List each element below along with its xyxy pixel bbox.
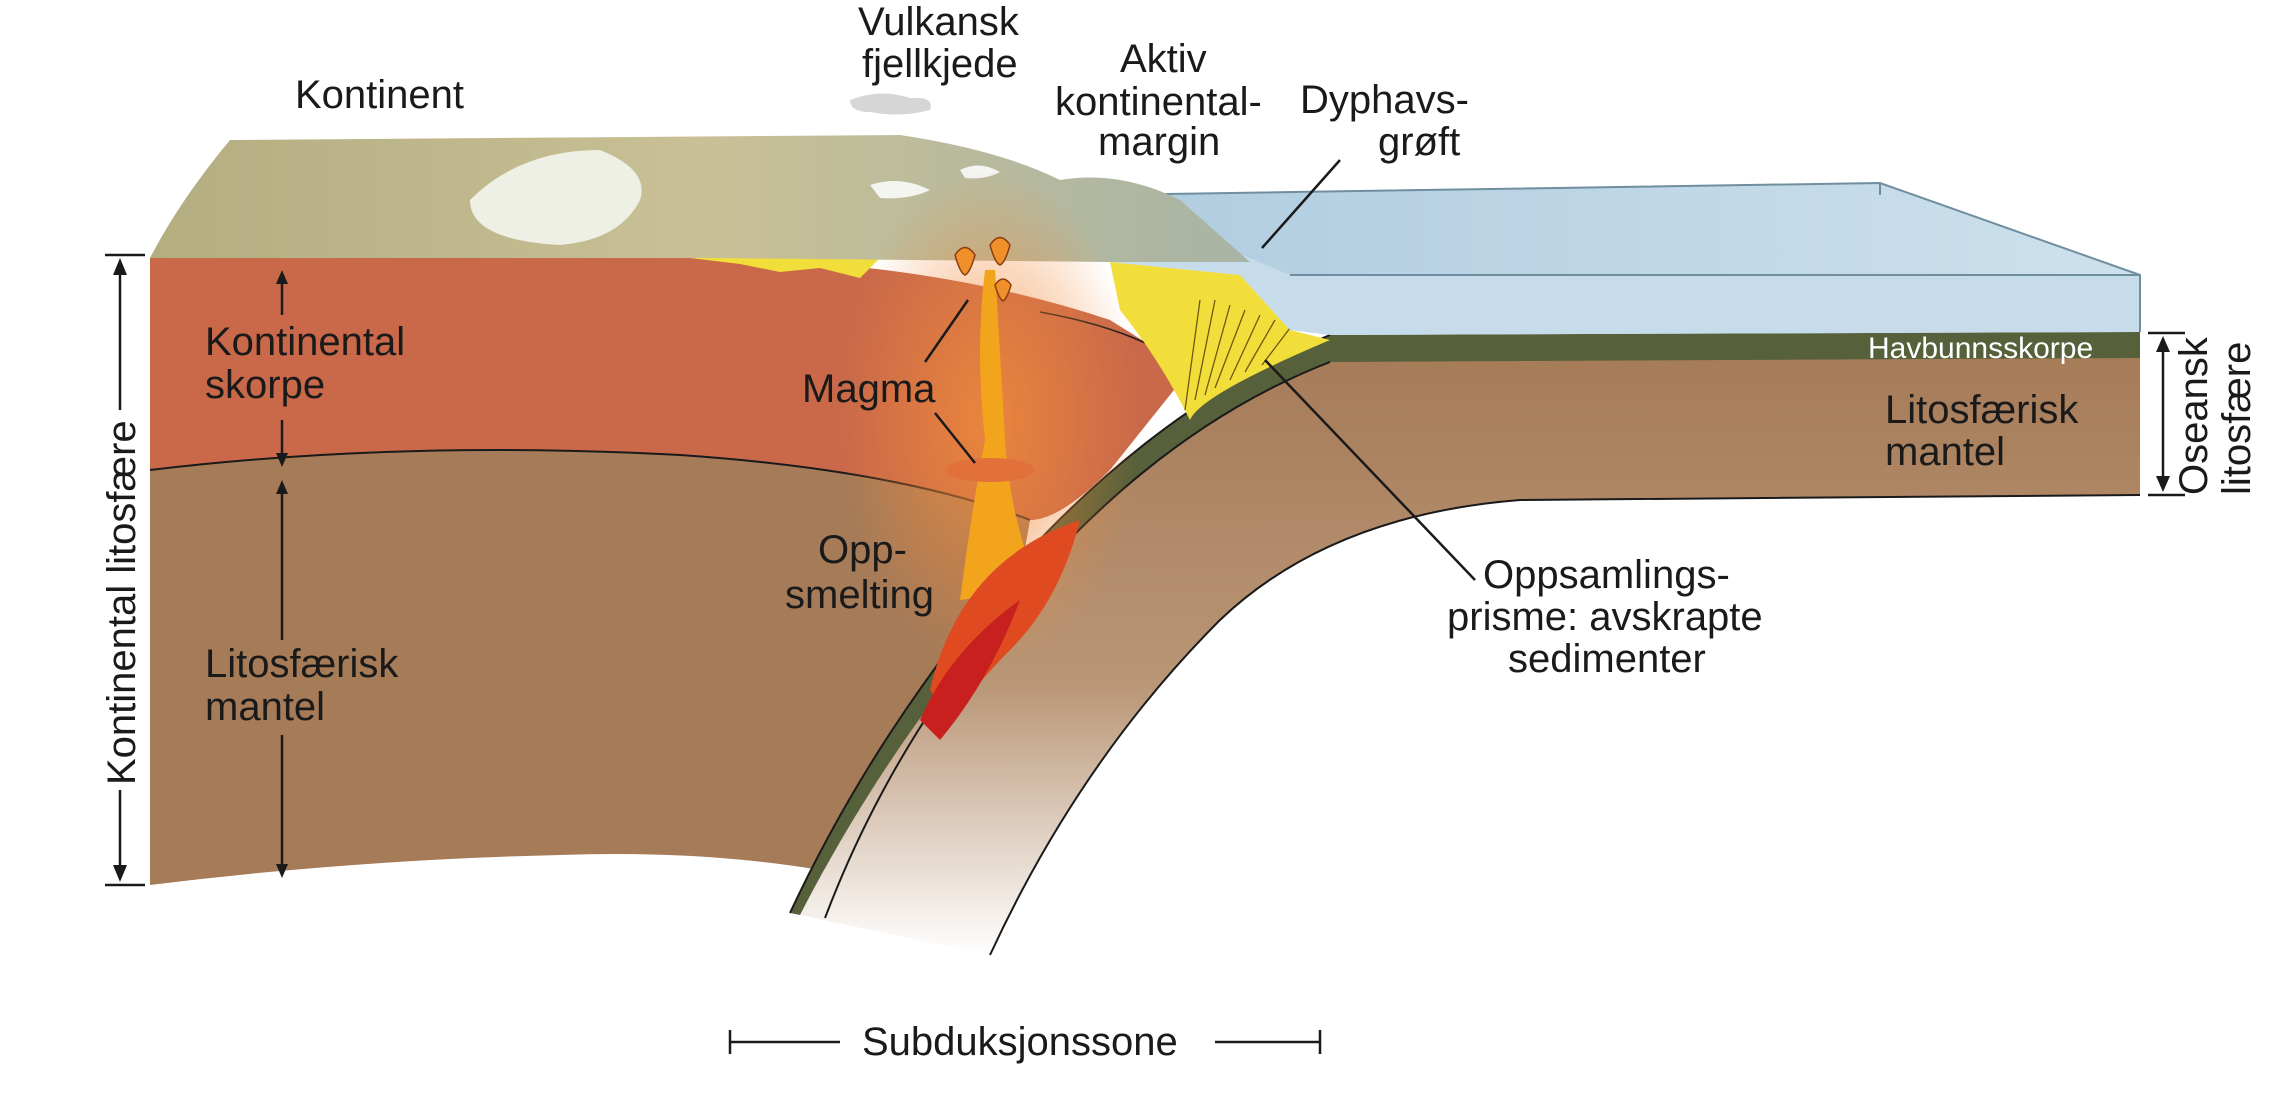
prism-stripes	[1184, 299, 1291, 411]
label-litosf-mantel-left-1: Litosfærisk	[205, 642, 399, 686]
slab-bottom-line	[989, 494, 2141, 956]
oceanic-lithosphere-dimension	[2148, 331, 2185, 497]
label-kontinental-skorpe-2: skorpe	[205, 363, 325, 407]
magma-droplets	[954, 236, 1012, 302]
crust-thickness-arrow	[276, 270, 288, 467]
snow-patch	[470, 150, 642, 245]
label-oseansk-1: Oseansk	[2172, 336, 2216, 495]
label-aktiv-2: kontinental-	[1055, 80, 1262, 124]
label-oppsmelting-1: Opp-	[818, 528, 907, 572]
melt-zone-deep	[920, 600, 1020, 740]
label-oppsmelting-2: smelting	[785, 573, 934, 617]
label-aktiv-1: Aktiv	[1120, 37, 1207, 81]
label-litosf-mantel-right-1: Litosfærisk	[1885, 388, 2079, 432]
mantle-thickness-arrow	[276, 480, 288, 878]
continental-mantle	[150, 450, 1030, 885]
ocean-water-top	[1100, 183, 2140, 275]
coastal-sediment	[690, 258, 880, 278]
label-aktiv-3: margin	[1098, 120, 1220, 164]
label-oppsamling-1: Oppsamlings-	[1483, 553, 1730, 597]
magma-leader-upper	[923, 299, 970, 363]
label-litosf-mantel-right-2: mantel	[1885, 430, 2005, 474]
label-dyphavs-2: grøft	[1378, 120, 1460, 164]
volcano-plume	[850, 93, 931, 115]
magma-chamber	[945, 458, 1035, 482]
oceanic-mantle	[800, 355, 2140, 955]
label-oseansk-2: litosfære	[2215, 342, 2259, 495]
label-oppsamling-2: prisme: avskrapte	[1447, 595, 1763, 639]
label-magma: Magma	[802, 367, 936, 411]
continental-lithosphere-dimension	[105, 253, 145, 887]
label-subduksjonssone: Subduksjonssone	[862, 1020, 1178, 1064]
magma-leader-lower	[934, 412, 976, 464]
label-oppsamling-3: sedimenter	[1508, 637, 1706, 681]
label-vulkansk-1: Vulkansk	[858, 0, 1020, 44]
label-kontinental-skorpe-1: Kontinental	[205, 320, 405, 364]
magma-conduit	[960, 270, 1040, 600]
water-outline	[1099, 181, 2141, 332]
label-litosf-mantel-left-2: mantel	[205, 685, 325, 729]
subduction-zone-bracket	[728, 1030, 1322, 1054]
label-havbunnsskorpe: Havbunnsskorpe	[1868, 332, 2093, 365]
label-kontinent: Kontinent	[295, 73, 464, 117]
label-dyphavs-1: Dyphavs-	[1300, 78, 1469, 122]
label-kontinental-litosfaere: Kontinental litosfære	[100, 420, 144, 785]
label-vulkansk-2: fjellkjede	[862, 42, 1018, 86]
prism-leader	[1264, 359, 1476, 581]
dyphavs-leader	[1261, 159, 1341, 249]
